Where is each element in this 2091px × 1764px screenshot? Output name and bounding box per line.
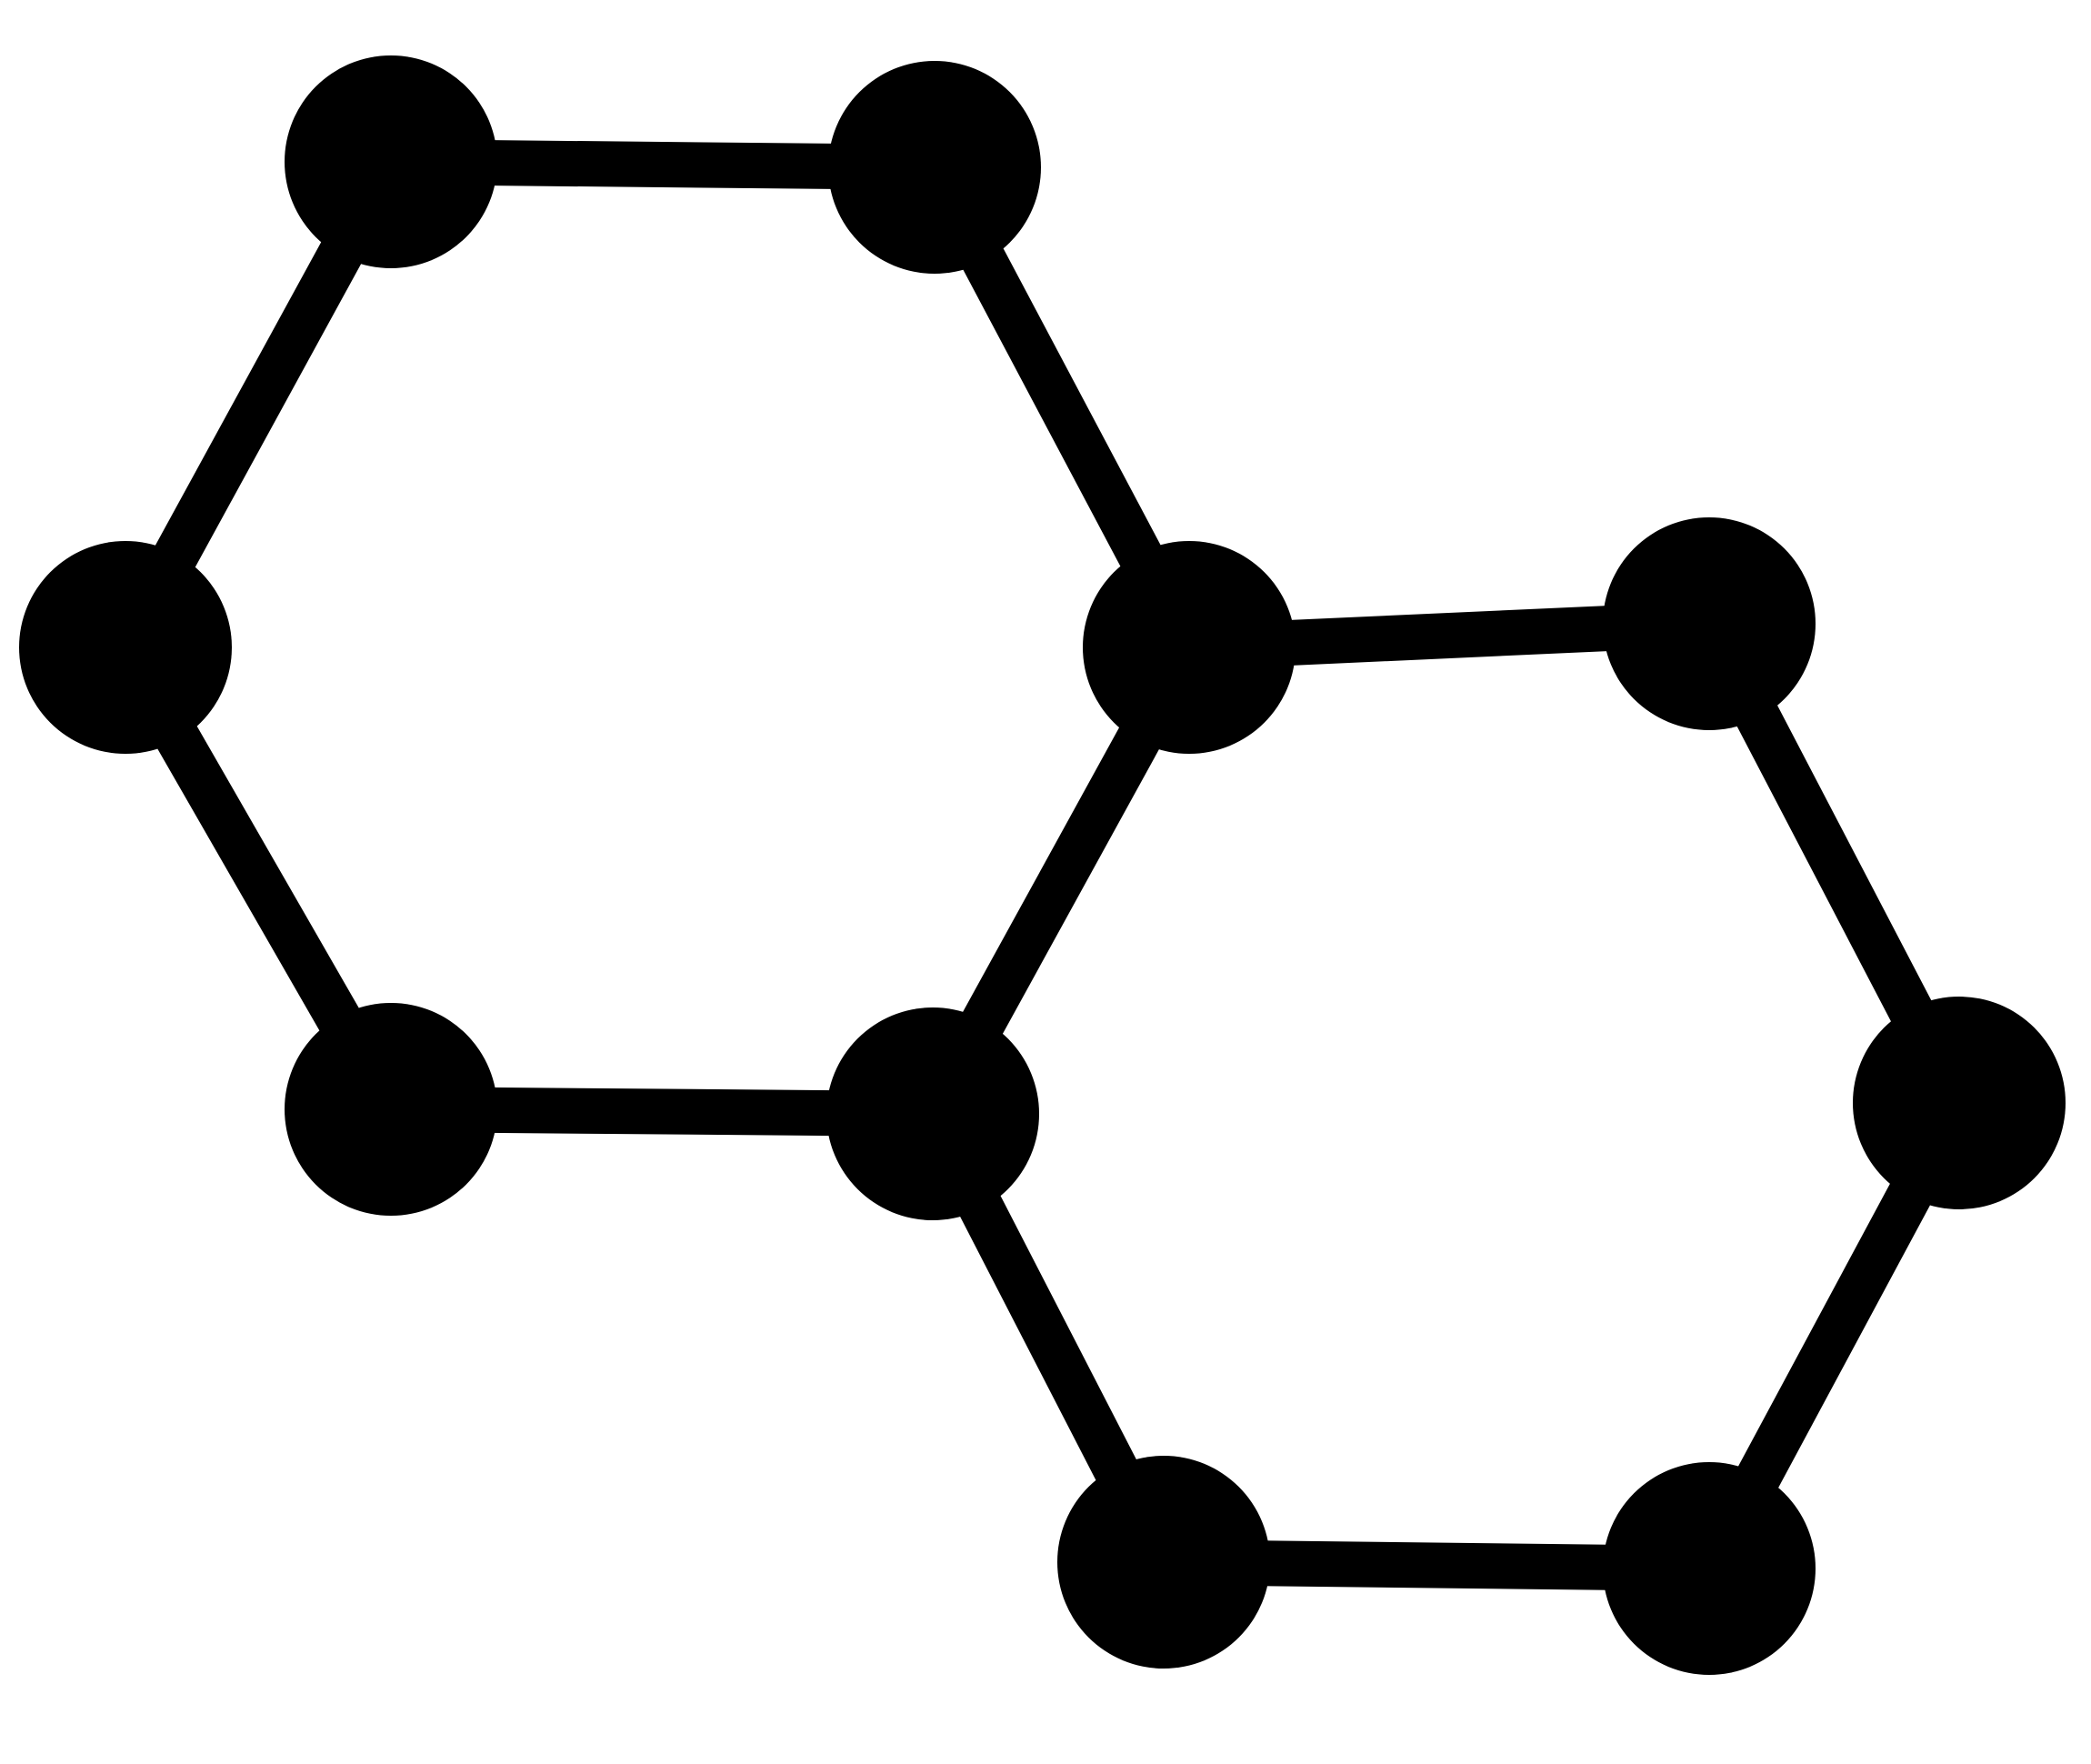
- node-n1: [285, 55, 497, 268]
- edges-group: [105, 139, 1980, 1591]
- nodes-group: [19, 55, 2066, 1675]
- node-n10: [1057, 1456, 1270, 1669]
- node-n4: [826, 1007, 1039, 1220]
- node-n7: [1603, 517, 1816, 730]
- node-n6: [19, 541, 232, 754]
- node-n3: [1083, 541, 1296, 754]
- node-n2: [828, 61, 1041, 274]
- node-n8: [1853, 997, 2066, 1209]
- node-n9: [1603, 1462, 1816, 1675]
- node-n5: [285, 1003, 497, 1216]
